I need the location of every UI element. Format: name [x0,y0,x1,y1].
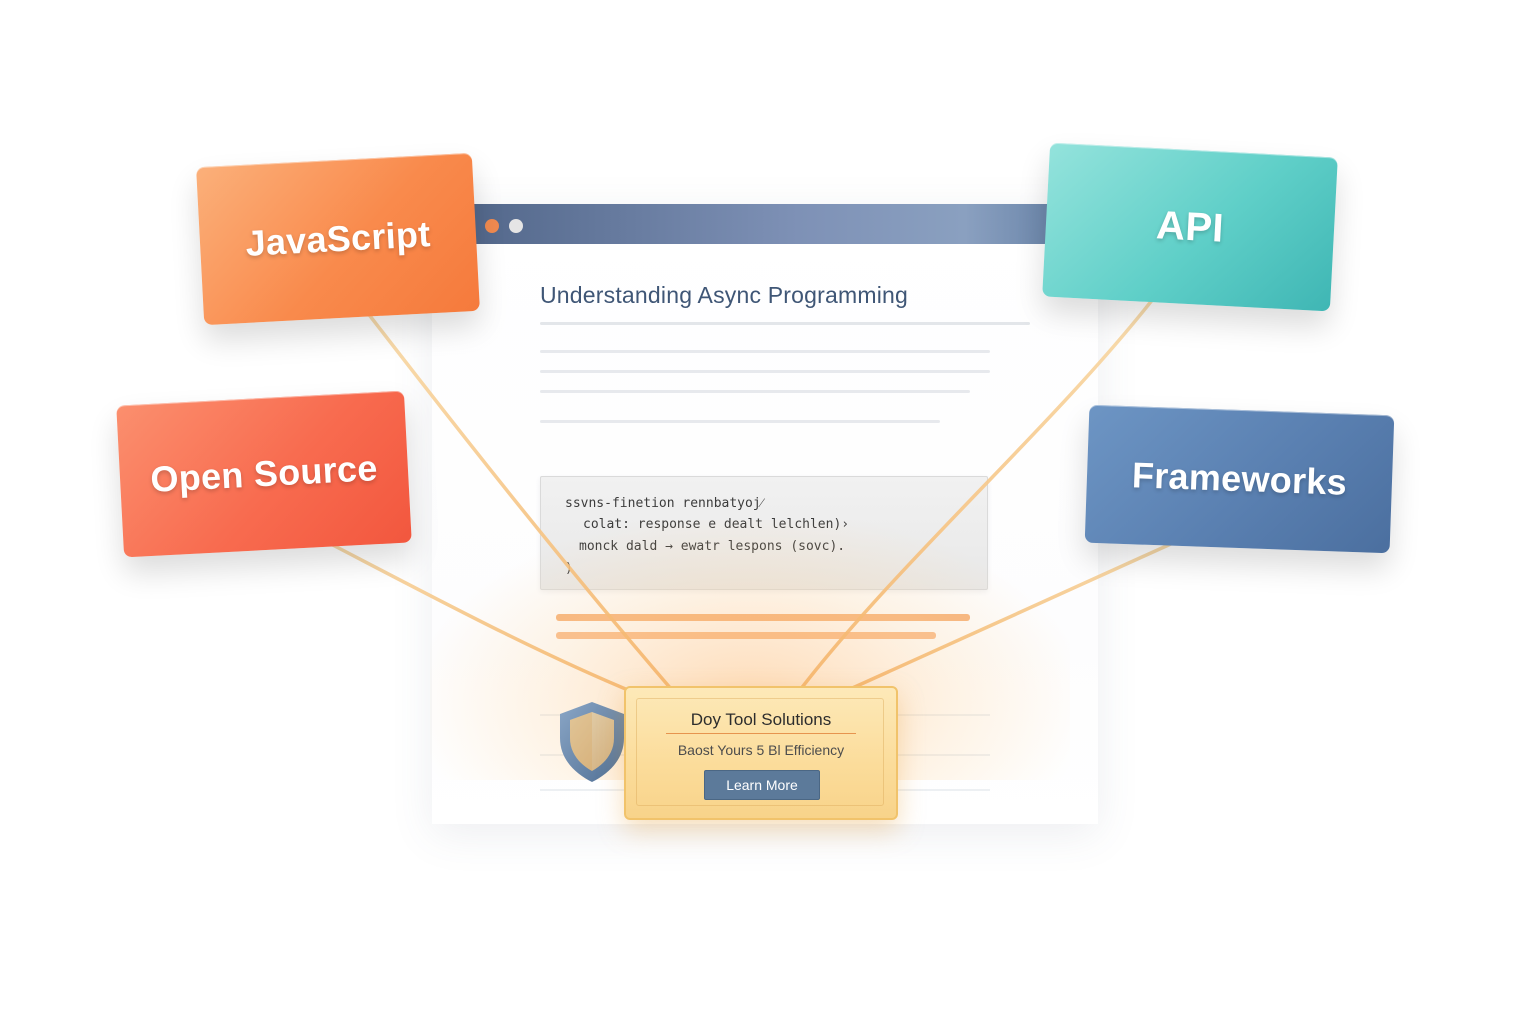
highlight-bar [556,614,970,621]
code-line: ssvns-finetion rennbatyoj⁄ [565,496,763,511]
text-placeholder-line [540,420,940,423]
tag-label: Frameworks [1131,454,1348,503]
tag-label: Open Source [149,447,379,500]
code-block: ssvns-finetion rennbatyoj⁄ colat: respon… [540,476,988,590]
window-control-dot[interactable] [509,219,523,233]
ad-title: Doy Tool Solutions [690,710,832,729]
tag-card-javascript[interactable]: JavaScript [196,152,480,326]
text-placeholder-line [540,390,970,393]
tag-label: API [1155,202,1225,251]
ad-tagline: Baost Yours 5 Bl Efficiency [677,742,845,758]
shield-icon [560,702,624,782]
code-line: ) [565,561,573,576]
title-bar [432,204,1098,244]
highlight-bar [556,632,936,639]
title-underline [540,322,1030,325]
tag-card-frameworks[interactable]: Frameworks [1084,404,1395,554]
learn-more-button[interactable]: Learn More [704,770,820,800]
code-line: colat: response e dealt lelchlen)› [583,517,850,532]
ad-banner[interactable]: Doy Tool Solutions Baost Yours 5 Bl Effi… [624,686,898,820]
code-line: monck dald → ewatr lespons (sovc). [579,539,846,554]
text-placeholder-line [540,350,990,353]
tag-label: JavaScript [244,213,432,264]
article-title: Understanding Async Programming [540,282,908,308]
tag-card-open-source[interactable]: Open Source [116,390,412,558]
window-control-dot[interactable] [485,219,499,233]
text-placeholder-line [540,370,990,373]
ad-divider [666,733,856,734]
tag-card-api[interactable]: API [1042,142,1338,312]
ad-inner-frame [636,698,884,806]
